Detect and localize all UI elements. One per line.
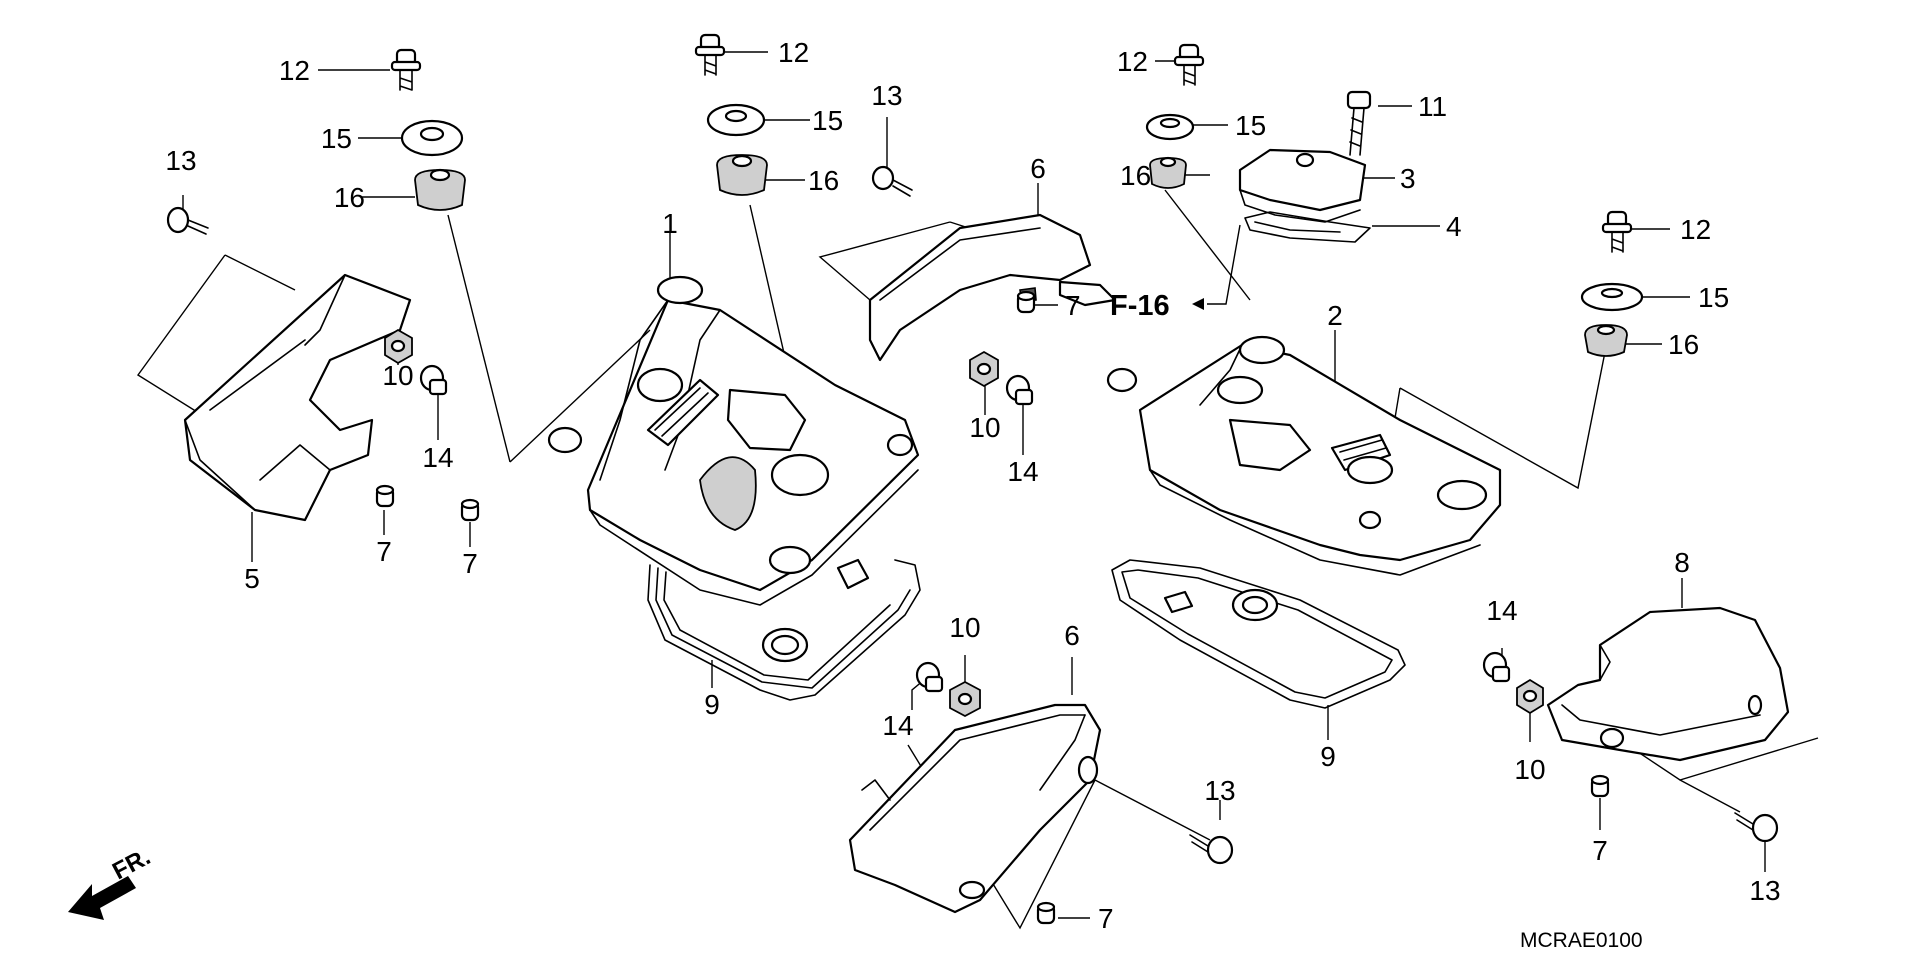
callout-6: 6 <box>1030 153 1046 184</box>
callout-16: 16 <box>808 165 839 196</box>
left-gasket <box>647 558 921 701</box>
nut-10-b <box>969 350 999 388</box>
right-side-cover <box>1546 606 1790 762</box>
callout-16: 16 <box>334 182 365 213</box>
right-cylinder-head-cover <box>1106 335 1502 576</box>
diagram-code: MCRAE0100 <box>1520 929 1643 952</box>
bolt-13-right <box>1734 812 1779 843</box>
callout-15: 15 <box>321 123 352 154</box>
callout-2: 2 <box>1327 300 1343 331</box>
collar-14-d <box>1482 651 1511 683</box>
grommet-16-right <box>1584 324 1628 357</box>
reference-f16: F-16 <box>1110 290 1170 322</box>
callout-7: 7 <box>462 548 478 579</box>
washer-15-left <box>400 119 464 157</box>
callout-9: 9 <box>704 689 720 720</box>
collar-14-b <box>1005 374 1034 406</box>
grommet-16-left <box>414 168 466 211</box>
grommet-7-b <box>460 498 480 522</box>
nut-10-a <box>384 328 413 365</box>
grommet-7-d <box>1036 901 1056 925</box>
callout-5: 5 <box>244 563 260 594</box>
callout-10: 10 <box>382 360 413 391</box>
callout-10: 10 <box>969 412 1000 443</box>
front-direction-arrow: FR. <box>68 843 155 920</box>
bolt-13-lower <box>1189 834 1234 865</box>
callout-14: 14 <box>1486 595 1517 626</box>
left-side-cover <box>183 273 412 522</box>
callout-9: 9 <box>1320 741 1336 772</box>
collar-14-a <box>419 364 448 396</box>
callout-12: 12 <box>279 55 310 86</box>
callout-15: 15 <box>1235 110 1266 141</box>
bolt-12-right-center <box>1173 43 1205 86</box>
callout-7: 7 <box>1592 835 1608 866</box>
callout-14: 14 <box>422 442 453 473</box>
breather-cover-and-gasket <box>1238 148 1371 243</box>
callout-6: 6 <box>1064 620 1080 651</box>
callout-13: 13 <box>871 80 902 111</box>
callout-14: 14 <box>882 710 913 741</box>
nut-10-c <box>949 680 981 718</box>
callout-13: 13 <box>1204 775 1235 806</box>
callout-3: 3 <box>1400 163 1416 194</box>
grommet-16-center <box>716 154 768 196</box>
front-label: FR. <box>108 843 155 885</box>
lower-center-cover <box>848 703 1102 914</box>
callout-10: 10 <box>1514 754 1545 785</box>
callout-11: 11 <box>1418 91 1447 122</box>
washer-15-center <box>706 103 766 137</box>
left-cylinder-head-cover <box>547 275 920 606</box>
callout-labels: 12 15 16 13 5 10 14 7 7 12 15 16 1 9 13 … <box>165 37 1780 952</box>
top-center-cover <box>868 213 1117 362</box>
grommet-7-c <box>1016 290 1036 314</box>
callout-15: 15 <box>812 105 843 136</box>
callout-7: 7 <box>1065 290 1081 321</box>
bolt-12-left <box>390 48 422 91</box>
washer-15-right-center <box>1145 113 1195 141</box>
callout-16: 16 <box>1120 160 1151 191</box>
callout-14: 14 <box>1007 456 1038 487</box>
callout-12: 12 <box>778 37 809 68</box>
callout-7: 7 <box>1098 903 1114 934</box>
grommet-7-a <box>375 484 395 508</box>
callout-13: 13 <box>1749 875 1780 906</box>
callout-10: 10 <box>949 612 980 643</box>
callout-8: 8 <box>1674 547 1690 578</box>
callout-12: 12 <box>1117 46 1148 77</box>
callout-15: 15 <box>1698 282 1729 313</box>
right-gasket <box>1111 559 1406 709</box>
callout-16: 16 <box>1668 329 1699 360</box>
collar-14-c <box>915 661 944 693</box>
bolt-12-right <box>1601 210 1633 253</box>
grommet-7-e <box>1590 774 1610 798</box>
washer-15-right <box>1580 282 1644 312</box>
bolt-11 <box>1346 90 1372 156</box>
bolt-13-top <box>871 165 913 197</box>
callout-1: 1 <box>662 208 678 239</box>
fasteners <box>166 33 1779 925</box>
callout-12: 12 <box>1680 214 1711 245</box>
bolt-13-left <box>166 206 209 235</box>
bolt-12-center <box>694 33 726 76</box>
callout-7: 7 <box>376 536 392 567</box>
callout-4: 4 <box>1446 211 1462 242</box>
callout-13: 13 <box>165 145 196 176</box>
nut-10-d <box>1516 678 1544 715</box>
grommet-16-right-center <box>1149 156 1187 189</box>
